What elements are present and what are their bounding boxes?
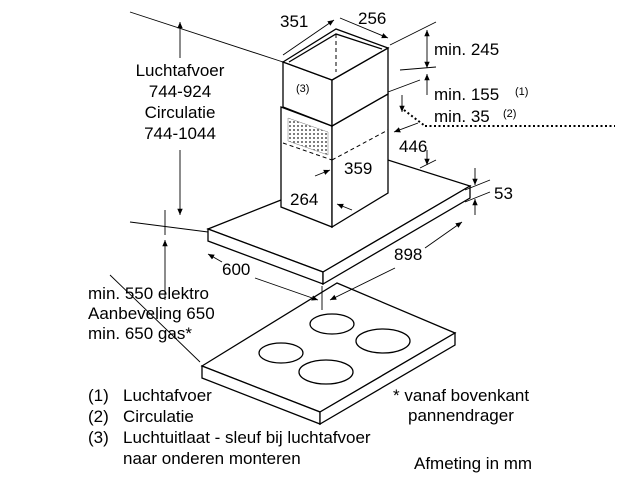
label-luchtafvoer: Luchtafvoer <box>136 61 225 80</box>
dim-359: 359 <box>344 159 372 178</box>
left-height-labels: Luchtafvoer 744-924 Circulatie 744-1044 <box>136 61 225 143</box>
dim-min-35: min. 35 <box>434 107 490 126</box>
chimney <box>280 28 390 229</box>
legend-text: Circulatie <box>123 407 194 426</box>
label-circulatie: Circulatie <box>145 103 216 122</box>
dim-264: 264 <box>290 190 318 209</box>
sup-1: (1) <box>515 86 528 98</box>
dim-min-245: min. 245 <box>434 40 499 59</box>
footnote-2: pannendrager <box>408 406 514 425</box>
units-note: Afmeting in mm <box>414 454 532 473</box>
label-range-1: 744-924 <box>149 82 211 101</box>
burner <box>309 313 355 335</box>
legend-key: (2) <box>88 407 109 426</box>
legend-text: Luchtuitlaat - sleuf bij luchtafvoer <box>123 428 371 447</box>
legend-key: (1) <box>88 386 109 405</box>
label-range-2: 744-1044 <box>144 124 216 143</box>
dim-446: 446 <box>399 137 427 156</box>
dim-351: 351 <box>280 12 308 31</box>
burner <box>258 342 304 364</box>
burner <box>298 359 354 385</box>
footnote-1: * vanaf bovenkant <box>393 386 529 405</box>
height-note-2: Aanbeveling 650 <box>88 304 215 323</box>
burner <box>355 328 411 354</box>
dim-898: 898 <box>394 245 422 264</box>
legend-key: (3) <box>88 428 109 447</box>
dimension-arrows <box>162 17 615 310</box>
dim-600: 600 <box>222 260 250 279</box>
marker-3: (3) <box>296 83 309 95</box>
cooktop <box>200 282 457 426</box>
air-outlet-grille <box>287 117 329 156</box>
dim-256: 256 <box>358 9 386 28</box>
dim-min-155: min. 155 <box>434 85 499 104</box>
dim-53: 53 <box>494 184 513 203</box>
legend: (1) Luchtafvoer (2) Circulatie (3) Lucht… <box>88 386 371 468</box>
legend-text: naar onderen monteren <box>123 449 301 468</box>
height-note-1: min. 550 elektro <box>88 284 209 303</box>
height-note-3: min. 650 gas* <box>88 324 192 343</box>
legend-text: Luchtafvoer <box>123 386 212 405</box>
sup-2: (2) <box>503 108 516 120</box>
